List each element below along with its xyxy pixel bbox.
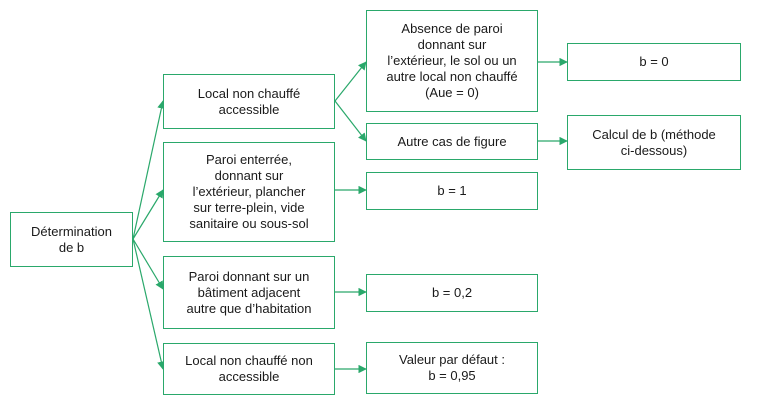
node-label: Détermination de b — [31, 223, 112, 255]
node-paroi-enterree: Paroi enterrée, donnant sur l’extérieur,… — [163, 142, 335, 242]
node-label: b = 1 — [437, 183, 467, 198]
node-label: b = 0 — [639, 54, 669, 69]
node-valeur-defaut: Valeur par défaut : b = 0,95 — [366, 342, 538, 394]
node-b-equals-0-2: b = 0,2 — [366, 274, 538, 312]
arrow-local-accessible-to-autre-cas — [334, 100, 367, 142]
node-root-determination-b: Détermination de b — [10, 212, 133, 267]
node-label: Local non chauffé non accessible — [185, 353, 313, 384]
node-label: Valeur par défaut : b = 0,95 — [399, 352, 505, 383]
node-absence-paroi: Absence de paroi donnant sur l’extérieur… — [366, 10, 538, 112]
node-autre-cas: Autre cas de figure — [366, 123, 538, 160]
arrow-root-to-paroi-enterree — [132, 189, 164, 240]
node-local-accessible: Local non chauffé accessible — [163, 74, 335, 129]
node-label: Calcul de b (méthode ci-dessous) — [592, 126, 716, 158]
arrow-root-to-paroi-batiment — [132, 238, 164, 290]
node-label: b = 0,2 — [431, 285, 473, 300]
node-local-non-accessible: Local non chauffé non accessible — [163, 343, 335, 395]
node-label: Local non chauffé accessible — [197, 85, 301, 117]
arrow-root-to-local-accessible — [132, 100, 166, 240]
node-b-equals-1: b = 1 — [366, 172, 538, 210]
node-b-equals-0: b = 0 — [567, 43, 741, 81]
node-calcul-b: Calcul de b (méthode ci-dessous) — [567, 115, 741, 170]
node-paroi-batiment-adjacent: Paroi donnant sur un bâtiment adjacent a… — [163, 256, 335, 329]
node-label: Paroi enterrée, donnant sur l’extérieur,… — [189, 152, 309, 231]
node-label: Absence de paroi donnant sur l’extérieur… — [386, 21, 518, 100]
node-label: Paroi donnant sur un bâtiment adjacent a… — [186, 268, 312, 316]
arrow-local-accessible-to-absence-paroi — [334, 61, 367, 102]
arrow-root-to-local-non-accessible — [132, 238, 166, 370]
node-label: Autre cas de figure — [397, 133, 507, 149]
